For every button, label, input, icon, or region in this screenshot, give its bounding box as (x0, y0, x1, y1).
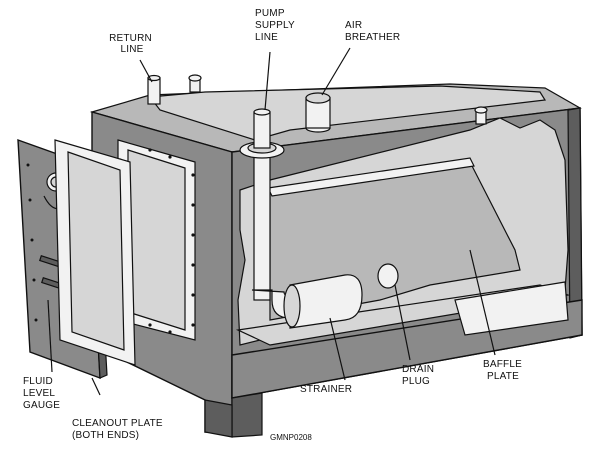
label-fluid-level-gauge: FLUID LEVEL GAUGE (23, 376, 60, 411)
label-strainer: STRAINER (300, 384, 352, 395)
pump-supply-stub (253, 111, 271, 149)
label-air-breather: AIR BREATHER (345, 20, 400, 43)
air-breather-cap (305, 92, 331, 104)
label-cleanout-plate-1: CLEANOUT PLATE (72, 418, 163, 429)
bottom-opening (454, 281, 569, 336)
top-cover-plate (148, 85, 547, 141)
gasket-inner (67, 151, 125, 351)
label-fluid-level-gauge-1: FLUID (23, 376, 53, 387)
strainer-end (283, 284, 301, 328)
label-return-line-1: RETURN (109, 33, 152, 44)
label-strainer-1: STRAINER (300, 384, 352, 395)
tank-leg-left (204, 399, 233, 438)
label-pump-supply-line: PUMP SUPPLY LINE (255, 8, 298, 43)
label-pump-supply-line-3: LINE (255, 32, 278, 43)
label-cleanout-plate-2: (BOTH ENDS) (72, 430, 139, 441)
label-cleanout-plate: CLEANOUT PLATE (BOTH ENDS) (72, 418, 166, 441)
pump-supply-pipe (253, 149, 271, 301)
label-baffle-plate-2: PLATE (487, 371, 519, 382)
label-drain-plug-1: DRAIN (402, 364, 434, 375)
label-return-line: RETURN LINE (109, 33, 155, 55)
label-drain-plug-2: PLUG (402, 376, 430, 387)
label-fluid-level-gauge-3: GAUGE (23, 400, 60, 411)
label-baffle-plate-1: BAFFLE (483, 359, 522, 370)
label-drain-plug: DRAIN PLUG (402, 364, 437, 387)
label-air-breather-2: BREATHER (345, 32, 400, 43)
left-end-inner-wall (127, 149, 186, 331)
strainer-body (289, 274, 363, 329)
leader-lines (47, 47, 496, 396)
label-return-line-2: LINE (120, 44, 143, 55)
return-line-pipe (147, 77, 161, 105)
figure-code: GMNP0208 (270, 433, 312, 442)
label-pump-supply-line-2: SUPPLY (255, 20, 295, 31)
label-air-breather-1: AIR (345, 20, 362, 31)
baffle-plate-top-edge (267, 157, 475, 197)
label-baffle-plate: BAFFLE PLATE (483, 359, 525, 382)
label-pump-supply-line-1: PUMP (255, 8, 285, 19)
drain-plug (377, 263, 399, 289)
top-fitting-cap (188, 74, 202, 82)
label-fluid-level-gauge-2: LEVEL (23, 388, 55, 399)
tank-leg-front (231, 392, 263, 438)
pump-supply-stub-top (253, 108, 271, 116)
right-top-fitting-cap (474, 106, 488, 114)
